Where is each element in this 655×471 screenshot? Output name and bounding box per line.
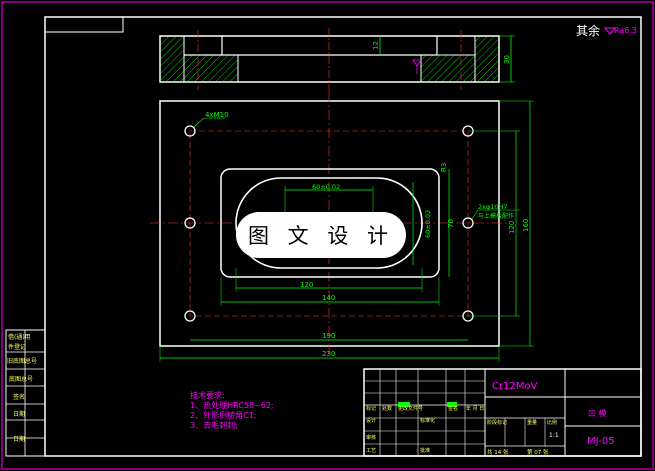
- tech-req-item-2: 2、外形倒棱角C1;: [190, 410, 256, 420]
- tb-scale-header: 比例: [547, 419, 557, 426]
- tech-req-item-3: 3、去毛刺刺;: [190, 420, 238, 430]
- tb-material: Cr12MoV: [492, 381, 538, 392]
- slot-height-dim: 60±0.02: [424, 210, 432, 238]
- tb-sheet-no: 第 07 张: [527, 448, 549, 456]
- tb-part-name: 凹 模: [588, 408, 607, 418]
- side-label-4: 底图总号: [9, 375, 33, 383]
- tb-label-doc: 更改文件号: [398, 405, 423, 412]
- side-label-2: 件登记: [8, 343, 26, 351]
- roughness-symbol: [603, 27, 617, 35]
- recess-depth-dim: 12: [372, 41, 380, 50]
- cavity-height-dim: 70: [447, 219, 455, 228]
- tb-label-standard: 标准化: [420, 417, 435, 424]
- corner-radius: R3: [440, 163, 448, 172]
- pitch-x-dim: 140: [322, 294, 335, 302]
- hole-span-dim: 190: [322, 332, 335, 340]
- tb-weight-header: 重量: [527, 419, 537, 426]
- surface-note: 其余: [576, 23, 600, 38]
- hole2-callout: 2xφ10H7: [478, 203, 508, 211]
- side-label-6: 日期: [13, 410, 25, 418]
- side-label-3: 旧底图总号: [7, 357, 37, 365]
- tb-label-design: 设计: [366, 417, 376, 424]
- side-stamp-column: [5, 329, 46, 457]
- tb-label-approve: 批准: [420, 447, 430, 454]
- plate-width-dim: 230: [322, 350, 335, 358]
- tb-label-count: 处数: [382, 405, 392, 412]
- tb-label-date: 年 月 日: [466, 405, 484, 412]
- tech-req-title: 技术要求:: [190, 390, 225, 400]
- pitch-y-dim: 120: [508, 221, 516, 234]
- tb-label-mark: 标记: [366, 405, 376, 412]
- tb-label-process: 工艺: [366, 448, 376, 454]
- tb-sheets: 共 14 张: [487, 448, 509, 456]
- side-label-5: 签名: [13, 393, 25, 401]
- tb-stage-header: 阶段标记: [487, 419, 507, 426]
- tb-scale-value: 1:1: [549, 432, 559, 439]
- hole2-note: 与上模板配作: [478, 212, 514, 220]
- tech-req-item-1: 1、热处理HRC58~62;: [190, 400, 274, 410]
- side-label-7: 日期: [13, 435, 25, 443]
- title-block: [363, 368, 642, 457]
- tb-label-sign: 签名: [448, 405, 458, 412]
- thickness-dim: 30: [503, 55, 511, 64]
- plan-view: 4xM10 2xφ10H7 与上模板配作 R3 60±0.02 60±0.02 …: [150, 92, 534, 362]
- tb-drawing-no: MJ-05: [587, 436, 615, 447]
- drawing-frame: [44, 16, 642, 457]
- watermark-logo: 图 文 设 计: [236, 212, 406, 258]
- plate-height-dim: 160: [522, 219, 530, 232]
- slot-opening: [235, 177, 423, 269]
- cavity-width-dim: 120: [300, 281, 313, 289]
- section-view: 12 30: [159, 28, 515, 92]
- roughness-value: Ra6.3: [614, 26, 637, 35]
- slot-width-dim: 60±0.02: [312, 183, 340, 191]
- tb-label-review: 审核: [366, 434, 376, 441]
- corner-box: [44, 16, 124, 33]
- hole-callout: 4xM10: [205, 111, 229, 119]
- side-label-1: 借(通)用: [8, 333, 31, 341]
